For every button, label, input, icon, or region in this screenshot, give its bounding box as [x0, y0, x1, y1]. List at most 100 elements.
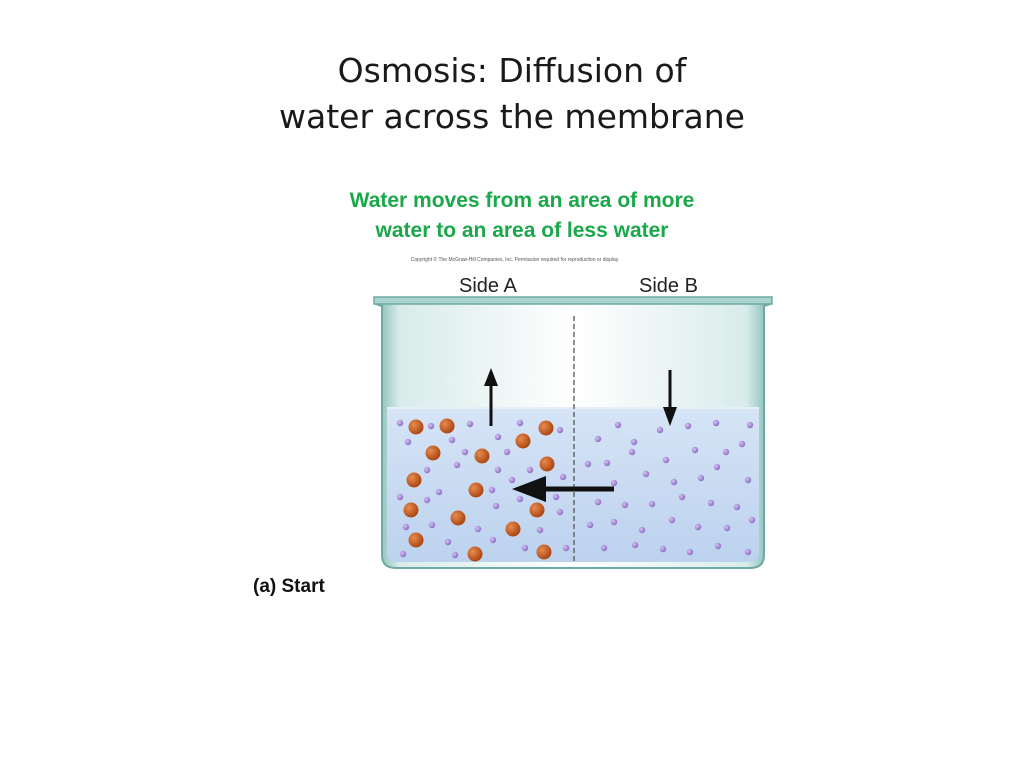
- subtitle: Water moves from an area of more water t…: [292, 186, 752, 246]
- water-molecule: [552, 493, 560, 501]
- water-molecule: [448, 436, 456, 444]
- water-molecule: [423, 496, 431, 504]
- water-molecule: [423, 466, 431, 474]
- water-molecule: [453, 461, 461, 469]
- water-molecule: [684, 422, 692, 430]
- water-molecule: [521, 544, 529, 552]
- water-molecule: [526, 466, 534, 474]
- solute-particle: [536, 544, 552, 560]
- water-molecule: [686, 548, 694, 556]
- water-molecule: [670, 478, 678, 486]
- water-molecule: [733, 503, 741, 511]
- water-molecule: [746, 421, 754, 429]
- water-molecule: [516, 495, 524, 503]
- solute-particle: [539, 456, 555, 472]
- solute-particle: [403, 502, 419, 518]
- arrow-down-side-b: [663, 370, 677, 426]
- water-molecule: [594, 435, 602, 443]
- water-molecule: [610, 518, 618, 526]
- solute-particle: [439, 418, 455, 434]
- water-molecule: [594, 498, 602, 506]
- water-molecule: [630, 438, 638, 446]
- side-b-label: Side B: [639, 275, 698, 297]
- water-molecule: [668, 516, 676, 524]
- water-molecule: [713, 463, 721, 471]
- water-molecule: [694, 523, 702, 531]
- water-molecule: [396, 493, 404, 501]
- water-molecule: [466, 420, 474, 428]
- copyright-notice: Copyright © The McGraw-Hill Companies, I…: [410, 257, 620, 263]
- water-molecule: [494, 433, 502, 441]
- water-molecule: [744, 548, 752, 556]
- water-molecules: [396, 419, 756, 559]
- water-molecule: [712, 419, 720, 427]
- water-molecule: [556, 426, 564, 434]
- water-molecule: [427, 422, 435, 430]
- water-molecule: [656, 426, 664, 434]
- solute-particle: [450, 510, 466, 526]
- solute-particle: [406, 472, 422, 488]
- water-molecule: [503, 448, 511, 456]
- solute-particle: [505, 521, 521, 537]
- water-molecule: [435, 488, 443, 496]
- water-molecule: [474, 525, 482, 533]
- solute-particle: [538, 420, 554, 436]
- solute-particle: [468, 482, 484, 498]
- water-molecule: [494, 466, 502, 474]
- water-molecule: [396, 419, 404, 427]
- subtitle-line-1: Water moves from an area of more: [349, 189, 695, 212]
- water-molecule: [402, 523, 410, 531]
- water-molecule: [744, 476, 752, 484]
- water-molecule: [461, 448, 469, 456]
- water-molecule: [508, 476, 516, 484]
- water-molecule: [678, 493, 686, 501]
- water-molecule: [603, 459, 611, 467]
- water-molecule: [642, 470, 650, 478]
- arrow-left-across-membrane: [512, 476, 614, 502]
- water-molecule: [722, 448, 730, 456]
- water-molecule: [600, 544, 608, 552]
- solute-particle: [467, 546, 483, 562]
- title-line-2: water across the membrane: [279, 97, 745, 136]
- arrow-up-side-a: [484, 368, 498, 426]
- water-molecule: [451, 551, 459, 559]
- solute-particle: [408, 532, 424, 548]
- water-molecule: [707, 499, 715, 507]
- solute-particle: [425, 445, 441, 461]
- beaker-rim: [373, 296, 773, 305]
- water-molecule: [488, 486, 496, 494]
- water-molecule: [610, 479, 618, 487]
- solute-particle: [408, 419, 424, 435]
- solute-particle: [529, 502, 545, 518]
- water-molecule: [628, 448, 636, 456]
- water-molecule: [738, 440, 746, 448]
- water-molecule: [428, 521, 436, 529]
- subtitle-line-2: water to an area of less water: [375, 219, 669, 242]
- water-molecule: [399, 550, 407, 558]
- water-molecule: [614, 421, 622, 429]
- water-molecule: [444, 538, 452, 546]
- figure-caption: (a) Start: [253, 576, 325, 597]
- side-a-label: Side A: [459, 275, 517, 297]
- water-molecule: [584, 460, 592, 468]
- water-molecule: [648, 500, 656, 508]
- water-molecule: [662, 456, 670, 464]
- solute-particle: [474, 448, 490, 464]
- water-molecule: [659, 545, 667, 553]
- water-molecule: [723, 524, 731, 532]
- water-molecule: [492, 502, 500, 510]
- water-molecule: [556, 508, 564, 516]
- water-molecule: [748, 516, 756, 524]
- water-molecule: [516, 419, 524, 427]
- water-molecule: [638, 526, 646, 534]
- water-molecule: [586, 521, 594, 529]
- solute-particles: [403, 418, 555, 562]
- title-line-1: Osmosis: Diffusion of: [337, 51, 687, 90]
- water-molecule: [404, 438, 412, 446]
- water-molecule: [714, 542, 722, 550]
- water-molecule: [691, 446, 699, 454]
- water-molecule: [562, 544, 570, 552]
- water-molecule: [697, 474, 705, 482]
- water-molecule: [536, 526, 544, 534]
